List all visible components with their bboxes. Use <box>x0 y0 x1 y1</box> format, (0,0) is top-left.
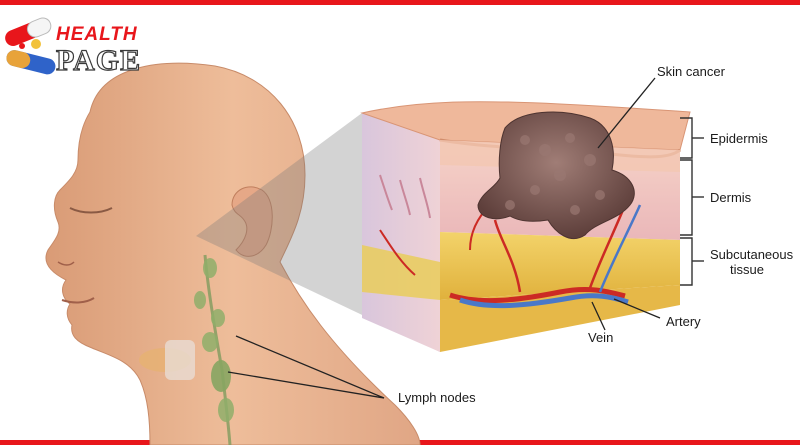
label-tissue: tissue <box>730 262 764 277</box>
ear <box>231 186 273 257</box>
label-skin-cancer: Skin cancer <box>657 64 725 79</box>
trachea <box>165 340 195 380</box>
label-subcutaneous: Subcutaneous <box>710 247 794 262</box>
logo-page-text: PAGE <box>55 43 142 77</box>
vein-vessel <box>459 293 629 309</box>
label-vein: Vein <box>588 330 614 345</box>
nostril <box>57 261 75 266</box>
layer-brackets <box>680 117 704 286</box>
label-epidermis: Epidermis <box>710 131 768 146</box>
mouth <box>61 297 95 304</box>
label-dermis: Dermis <box>710 190 752 205</box>
lymph-chain <box>194 254 234 445</box>
label-artery: Artery <box>666 314 701 329</box>
leader-lines <box>227 77 661 399</box>
closed-eye <box>69 207 113 214</box>
pill-logo-icon <box>5 17 56 75</box>
label-lymph-nodes: Lymph nodes <box>398 390 476 405</box>
artery-vessel <box>449 286 626 304</box>
top-border <box>0 0 800 5</box>
tumor-mass <box>477 111 635 240</box>
logo-health-text: HEALTH <box>56 24 138 45</box>
head-silhouette <box>45 62 421 445</box>
